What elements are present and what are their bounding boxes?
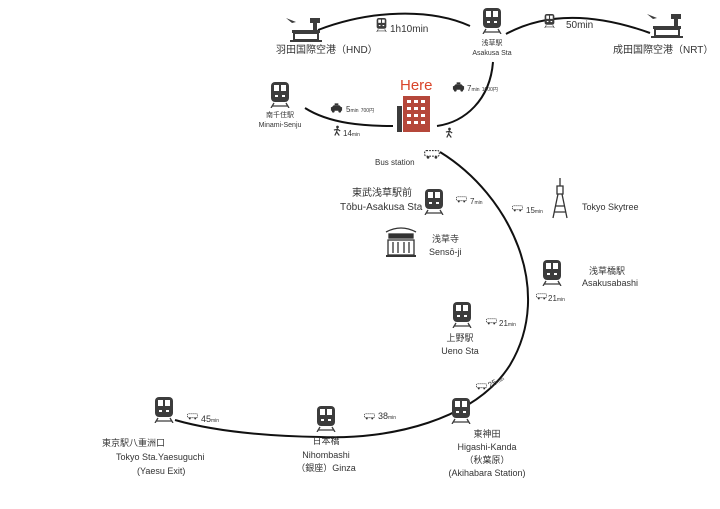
ueno-en: Ueno Sta bbox=[441, 346, 479, 356]
nrt-label: 成田国際空港（NRT） bbox=[613, 45, 714, 56]
skytree-icon bbox=[552, 178, 568, 219]
higashikanda-en: Higashi-Kanda bbox=[457, 442, 517, 452]
walk-icon bbox=[445, 127, 453, 139]
sensoji-en: Sensō-ji bbox=[429, 247, 462, 257]
skytree-label: Tokyo Skytree bbox=[582, 202, 639, 212]
sensoji-temple-icon bbox=[385, 227, 417, 257]
line-asakusa-nrt bbox=[505, 16, 651, 35]
nihombashi-en2: （銀座）Ginza bbox=[296, 463, 356, 473]
nrt-time: 50min bbox=[566, 20, 594, 31]
higashikanda-jp: 東神田 bbox=[473, 429, 501, 439]
tokyo-en2: (Yaesu Exit) bbox=[137, 466, 186, 476]
minamisenju-jp: 南千住駅 bbox=[266, 112, 294, 119]
bus-icon bbox=[424, 150, 440, 159]
tobu-en: Tōbu-Asakusa Sta bbox=[340, 202, 423, 213]
bus-station-label: Bus station bbox=[375, 158, 415, 167]
train-icon-nihombashi bbox=[316, 406, 336, 432]
train-icon-small bbox=[544, 14, 555, 28]
train-icon-small bbox=[376, 18, 387, 32]
asakusa-jp: 浅草駅 bbox=[481, 40, 503, 47]
train-icon-ueno bbox=[452, 302, 472, 328]
asakusabashi-jp: 浅草橋駅 bbox=[589, 266, 626, 276]
taxi-icon bbox=[452, 82, 465, 92]
bus-icon bbox=[187, 413, 198, 420]
line-asakusa-here bbox=[436, 61, 494, 127]
here-label: Here bbox=[400, 77, 433, 94]
airport-icon-nrt bbox=[646, 13, 684, 38]
skytree-time: 15min bbox=[526, 206, 543, 215]
airport-icon-hnd bbox=[285, 17, 323, 42]
train-icon-asakusabashi bbox=[542, 260, 562, 286]
higashikanda-en2: (Akihabara Station) bbox=[448, 468, 526, 478]
hnd-label: 羽田国際空港（HND） bbox=[276, 45, 378, 56]
ueno-time: 21min bbox=[499, 319, 516, 328]
nihombashi-en: Nihombashi bbox=[302, 450, 350, 460]
tokyo-jp: 東京駅八重洲口 bbox=[102, 438, 166, 448]
nihombashi-time: 38min bbox=[378, 411, 397, 421]
bus-icon bbox=[476, 383, 487, 390]
hotel-building-icon bbox=[397, 96, 430, 132]
bus-icon bbox=[512, 205, 523, 212]
nihombashi-jp: 日本橋 bbox=[312, 436, 340, 446]
tokyo-time: 45min bbox=[201, 414, 220, 424]
minamisenju-walk-time: 14min bbox=[343, 129, 360, 138]
minamisenju-taxi-time: 5min 700円 bbox=[346, 105, 375, 114]
asakusabashi-time: 21min bbox=[548, 294, 565, 303]
higashikanda-jp2: （秋葉原） bbox=[464, 455, 510, 465]
train-icon-tokyo bbox=[154, 397, 174, 423]
tobu-jp: 東武浅草駅前 bbox=[352, 188, 412, 199]
walk-icon bbox=[333, 125, 341, 137]
bus-icon bbox=[364, 413, 375, 420]
ueno-jp: 上野駅 bbox=[446, 333, 474, 343]
train-icon-minamisenju bbox=[270, 82, 290, 108]
sensoji-jp: 浅草寺 bbox=[432, 234, 460, 244]
train-icon-tobu bbox=[424, 189, 444, 215]
minamisenju-en: Minami-Senju bbox=[258, 122, 302, 129]
train-icon-asakusa bbox=[482, 8, 502, 34]
asakusa-en: Asakusa Sta bbox=[472, 50, 512, 57]
tokyo-en: Tokyo Sta.Yaesuguchi bbox=[116, 452, 205, 462]
tobu-time: 7min bbox=[470, 197, 483, 206]
train-icon-higashikanda bbox=[451, 398, 471, 424]
hnd-time: 1h10min bbox=[390, 24, 429, 35]
bus-icon bbox=[456, 196, 467, 203]
asakusabashi-en: Asakusabashi bbox=[582, 278, 639, 288]
taxi-icon bbox=[330, 103, 343, 113]
line-minamisenju-here bbox=[304, 107, 394, 127]
bus-icon bbox=[486, 318, 497, 325]
bus-icon bbox=[536, 293, 547, 300]
line-hnd-asakusa bbox=[317, 12, 471, 31]
asakusa-taxi-time: 7min 1000円 bbox=[467, 84, 498, 93]
